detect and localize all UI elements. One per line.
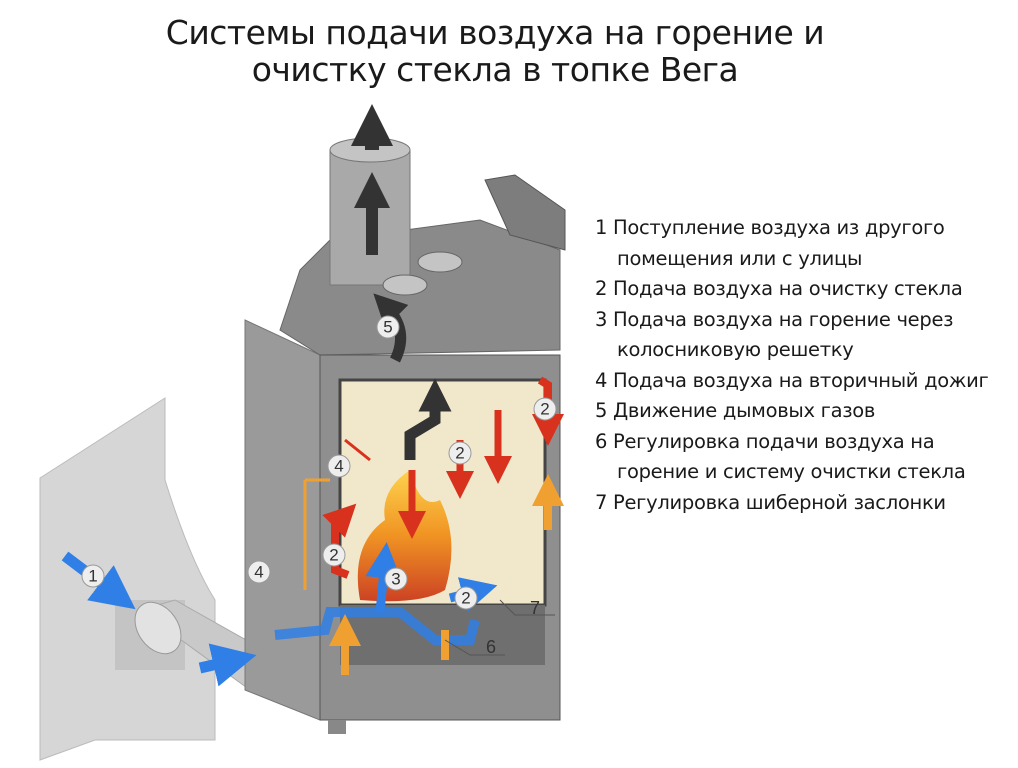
legend-number: 5 bbox=[595, 399, 608, 422]
marker-5: 5 bbox=[376, 315, 400, 339]
callout-7: 7 bbox=[530, 598, 540, 618]
collar-2 bbox=[417, 251, 463, 273]
svg-text:5: 5 bbox=[383, 318, 392, 337]
secondary-air-arrow bbox=[344, 438, 371, 462]
legend-text: Поступление воздуха из другого помещения… bbox=[613, 216, 945, 270]
legend-number: 7 bbox=[595, 490, 608, 514]
legend-number: 3 bbox=[595, 307, 608, 331]
fireplace-leg bbox=[328, 720, 346, 734]
callout-6-leader bbox=[444, 639, 505, 656]
legend-text: Подача воздуха на очистку стекла bbox=[613, 277, 963, 300]
duct-opening bbox=[134, 601, 182, 655]
svg-text:2: 2 bbox=[461, 589, 470, 608]
legend-text: Движение дымовых газов bbox=[613, 399, 876, 422]
cold-air-arrow-duct bbox=[198, 643, 257, 687]
marker-4-top: 4 bbox=[327, 454, 351, 478]
marker-2-right: 2 bbox=[533, 397, 557, 421]
fireplace-top-box bbox=[484, 174, 566, 251]
legend-text: Регулировка подачи воздуха на горение и … bbox=[613, 429, 966, 484]
svg-text:1: 1 bbox=[88, 567, 97, 586]
marker-2-bottom: 2 bbox=[454, 586, 478, 610]
marker-4-side: 4 bbox=[247, 560, 271, 584]
svg-text:3: 3 bbox=[391, 570, 400, 589]
svg-text:2: 2 bbox=[329, 546, 338, 565]
legend-number: 4 bbox=[595, 368, 608, 392]
legend-number: 1 bbox=[595, 216, 608, 239]
svg-text:4: 4 bbox=[254, 563, 263, 582]
cold-air-arrow-base bbox=[274, 607, 480, 645]
fireplace-side bbox=[244, 319, 321, 721]
callout-6: 6 bbox=[486, 637, 496, 657]
svg-text:2: 2 bbox=[455, 444, 464, 463]
legend-number: 6 bbox=[595, 429, 608, 453]
legend-text: Регулировка шиберной заслонки bbox=[613, 490, 946, 514]
smoke-arrow-firebox bbox=[404, 378, 452, 460]
secondary-air-pipe bbox=[303, 478, 330, 590]
svg-text:2: 2 bbox=[540, 400, 549, 419]
smoke-arrow-hood bbox=[373, 293, 409, 363]
legend-text: Подача воздуха на вторичный дожиг bbox=[613, 368, 989, 392]
marker-1: 1 bbox=[81, 564, 105, 588]
marker-2-center: 2 bbox=[448, 441, 472, 465]
cold-air-arrow-grate bbox=[365, 542, 402, 613]
marker-2-left: 2 bbox=[322, 543, 346, 567]
diagram-title: Системы подачи воздуха на горение и очис… bbox=[0, 14, 990, 88]
callout-7-leader bbox=[499, 599, 555, 616]
marker-3: 3 bbox=[384, 567, 408, 591]
collar-1 bbox=[382, 274, 428, 296]
title-line-1: Системы подачи воздуха на горение и bbox=[165, 13, 825, 52]
wall-panel bbox=[39, 397, 216, 761]
svg-text:4: 4 bbox=[334, 457, 343, 476]
title-line-2: очистку стекла в топке Вега bbox=[251, 50, 739, 89]
legend-number: 2 bbox=[595, 277, 608, 300]
legend-text: Подача воздуха на горение через колосник… bbox=[613, 307, 954, 362]
